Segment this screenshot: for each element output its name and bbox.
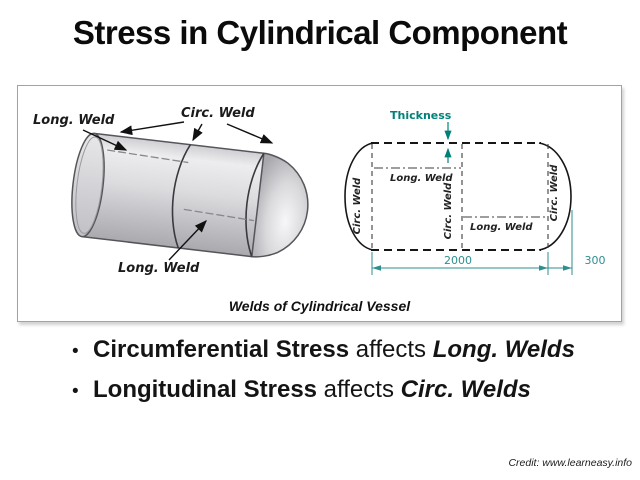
bullet-dot-icon: • bbox=[72, 341, 79, 362]
dim-head-length: 300 bbox=[585, 254, 606, 267]
long-weld-top-label: Long. Weld bbox=[33, 113, 115, 128]
bullet-target: Long. Welds bbox=[432, 336, 575, 363]
bullet-dot-icon: • bbox=[72, 381, 79, 402]
bullet-emphasis: Circumferential Stress bbox=[93, 336, 350, 363]
annotation-arrows bbox=[82, 121, 274, 261]
dimension-arrowheads bbox=[372, 265, 572, 271]
long-weld-lines bbox=[374, 167, 547, 218]
vessel-right-head bbox=[538, 142, 572, 251]
figure-caption: Welds of Cylindrical Vessel bbox=[228, 298, 411, 314]
bullet-item: • Circumferential Stress affects Long. W… bbox=[72, 336, 612, 376]
longitudinal-weld-line bbox=[107, 149, 189, 164]
bullet-item: • Longitudinal Stress affects Circ. Weld… bbox=[72, 376, 612, 416]
bullet-middle: affects bbox=[349, 336, 433, 363]
longitudinal-weld-line bbox=[183, 208, 255, 222]
bullet-target: Circ. Welds bbox=[400, 376, 531, 403]
circ-weld-left-label: Circ. Weld bbox=[352, 177, 363, 235]
cylinder-3d: Long. Weld Circ. Weld Long. Weld bbox=[33, 106, 309, 276]
circumferential-weld-line bbox=[245, 152, 265, 257]
bullet-list: • Circumferential Stress affects Long. W… bbox=[72, 336, 612, 416]
circ-weld-center-label: Circ. Weld bbox=[443, 182, 454, 240]
figure-box: Long. Weld Circ. Weld Long. Weld bbox=[17, 85, 622, 322]
dim-body-length: 2000 bbox=[444, 254, 472, 267]
dimension-lines bbox=[371, 210, 573, 275]
vessel-2d: Long. Weld Long. Weld Circ. Weld Circ. W… bbox=[344, 109, 606, 275]
circ-weld-label: Circ. Weld bbox=[181, 106, 255, 121]
bullet-text: Longitudinal Stress affects Circ. Welds bbox=[93, 376, 531, 404]
circ-weld-right-label: Circ. Weld bbox=[549, 164, 560, 222]
page-title: Stress in Cylindrical Component bbox=[72, 14, 568, 51]
bullet-middle: affects bbox=[317, 376, 401, 403]
circumferential-weld-line bbox=[171, 144, 192, 249]
vessel-left-head bbox=[344, 142, 374, 251]
bullet-text: Circumferential Stress affects Long. Wel… bbox=[93, 336, 575, 364]
long-weld-lower-label: Long. Weld bbox=[470, 222, 533, 233]
long-weld-bottom-label: Long. Weld bbox=[118, 261, 200, 276]
credit-text: Credit: www.learneasy.info bbox=[508, 457, 632, 469]
circ-weld-lines bbox=[371, 144, 549, 249]
bullet-emphasis: Longitudinal Stress bbox=[93, 376, 318, 403]
thickness-label: Thickness bbox=[390, 109, 452, 122]
figure-svg: Long. Weld Circ. Weld Long. Weld bbox=[33, 106, 606, 276]
long-weld-upper-label: Long. Weld bbox=[390, 173, 453, 184]
